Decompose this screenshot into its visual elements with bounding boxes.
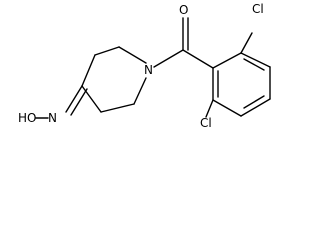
phenyl-bond-c1-c2: [212, 52, 242, 69]
ring-bond-c2-c3: [94, 46, 120, 56]
ring-bond-n-c2: [118, 46, 147, 64]
phenyl-bond-c5-c6: [212, 99, 242, 117]
chemical-structure-canvas: N O HO N Cl Cl: [18, 2, 271, 130]
top-chlorine-label: Cl: [252, 2, 264, 16]
chlorine-top-bond: [240, 32, 253, 54]
bottom-chlorine-label: Cl: [200, 116, 212, 130]
oxime-nitrogen-label: N: [48, 111, 57, 125]
molecule-diagram: N O HO N Cl Cl: [18, 2, 271, 130]
ring-bond-c4-c5: [81, 85, 102, 113]
carbonyl-to-ring-bond: [182, 49, 214, 69]
carbonyl-oxygen-label: O: [179, 3, 188, 17]
ring-bond-c3-c4: [81, 54, 96, 87]
ring-bond-c6-n: [133, 77, 147, 105]
chlorine-bottom-bond: [205, 99, 214, 118]
amide-n-c-bond: [153, 49, 184, 68]
oxime-hydroxyl-label: HO: [18, 111, 36, 125]
ring-nitrogen-label: N: [144, 63, 153, 77]
oxime-double-bond-b: [70, 88, 88, 116]
phenyl-inner-bond-1: [243, 58, 265, 71]
oxime-double-bond-a: [65, 85, 83, 113]
phenyl-inner-bond-2: [243, 95, 265, 109]
ring-bond-c5-c6: [100, 103, 135, 113]
phenyl-bond-c4-c5: [240, 98, 271, 117]
phenyl-bond-c2-c3: [240, 52, 271, 68]
